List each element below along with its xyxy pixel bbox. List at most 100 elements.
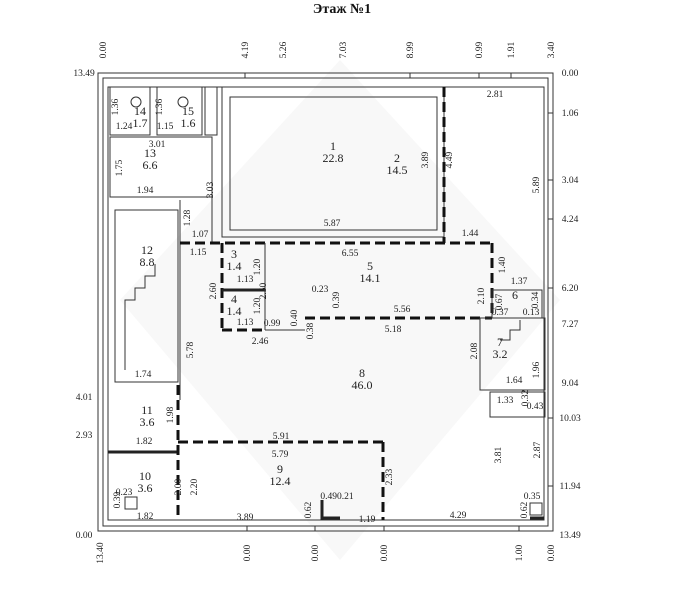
axis-right-label: 7.27 <box>562 320 579 330</box>
dimension-label: 5.87 <box>324 219 341 229</box>
axis-bottom-label: 0.00 <box>311 544 321 561</box>
axis-right-label: 11.94 <box>559 482 580 492</box>
dimension-label: 1.74 <box>135 370 152 380</box>
dimension-label: 2.50 <box>259 282 269 299</box>
dimension-label: 0.40 <box>290 309 300 326</box>
dimension-label: 4.49 <box>445 151 455 168</box>
dimension-label: 5.78 <box>186 341 196 358</box>
dimension-label: 5.79 <box>272 450 289 460</box>
room-number: 12 <box>141 243 153 257</box>
dimension-label: 0.37 <box>492 308 509 318</box>
axis-bottom-label: 0.00 <box>380 544 390 561</box>
axis-bottom-label: 1.00 <box>515 544 525 561</box>
dimension-label: 1.13 <box>237 275 254 285</box>
dimension-label: 6.55 <box>342 249 359 259</box>
room-area: 1.7 <box>133 116 148 130</box>
room-area: 1.4 <box>227 304 242 318</box>
dimension-label: 0.62 <box>304 501 314 518</box>
dimension-label: 1.15 <box>157 122 174 132</box>
room-number: 2 <box>394 151 400 165</box>
dimension-label: 0.62 <box>520 501 530 518</box>
dimension-label: 0.490.21 <box>320 492 354 502</box>
dimension-label: 0.13 <box>523 308 540 318</box>
dimension-label: 2.81 <box>487 90 504 100</box>
dimension-label: 0.99 <box>264 319 281 329</box>
dimension-label: 2.10 <box>477 287 487 304</box>
dimension-label: 2.08 <box>470 342 480 359</box>
dimension-label: 1.82 <box>137 512 154 522</box>
dimension-label: 0.39 <box>332 291 342 308</box>
room-number: 15 <box>182 104 194 118</box>
dimension-label: 1.07 <box>192 230 209 240</box>
dimension-label: 1.44 <box>462 229 479 239</box>
room-area: 14.5 <box>387 163 408 177</box>
room-area: 3.2 <box>493 347 508 361</box>
axis-top-label: 1.91 <box>507 41 517 58</box>
dimension-label: 3.81 <box>494 446 504 463</box>
dimension-label: 1.37 <box>511 277 528 287</box>
dimension-label: 3.89 <box>421 151 431 168</box>
axis-right-label: 1.06 <box>562 109 579 119</box>
axis-top-label: 0.99 <box>475 41 485 58</box>
dimension-label: 1.64 <box>506 376 523 386</box>
dimension-label: 1.96 <box>532 361 542 378</box>
room-number: 5 <box>367 259 373 273</box>
dimension-label: 2.33 <box>385 468 395 485</box>
dimension-label: 1.20 <box>253 258 263 275</box>
dimension-label: 0.34 <box>531 291 541 308</box>
room-area: 3.6 <box>140 415 155 429</box>
dimension-label: 3.89 <box>237 513 254 523</box>
axis-top-label: 7.03 <box>339 41 349 58</box>
room-number: 1 <box>330 139 336 153</box>
axis-bottom-label: 13.40 <box>96 542 106 564</box>
axis-right-label: 3.04 <box>562 176 579 186</box>
room-number: 13 <box>144 146 156 160</box>
room-number: 10 <box>139 469 151 483</box>
dimension-label: 3.03 <box>206 181 216 198</box>
dimension-label: 1.94 <box>137 186 154 196</box>
dimension-label: 1.13 <box>237 318 254 328</box>
dimension-label: 0.32 <box>521 389 531 406</box>
dimension-label: 0.35 <box>524 492 541 502</box>
axis-right-label: 6.20 <box>562 284 579 294</box>
axis-top-label: 4.19 <box>241 41 251 58</box>
dimension-label: 5.18 <box>385 325 402 335</box>
room-area: 12.4 <box>270 474 291 488</box>
dimension-label: 0.23 <box>116 488 133 498</box>
room-area: 6.6 <box>143 158 158 172</box>
room-area: 3.6 <box>138 481 153 495</box>
walls <box>97 72 554 532</box>
dimension-label: 4.29 <box>450 511 467 521</box>
axis-top-label: 5.26 <box>279 41 289 58</box>
dimension-label: 0.43 <box>527 402 544 412</box>
axis-bottom-label: 0.00 <box>243 544 253 561</box>
dimension-label: 2.60 <box>209 282 219 299</box>
dimension-label: 2.20 <box>190 478 200 495</box>
dimension-label: 1.19 <box>359 515 376 525</box>
room-area: 1.6 <box>181 116 196 130</box>
room-number: 3 <box>231 247 237 261</box>
dimension-label: 5.56 <box>394 305 411 315</box>
dimension-label: 1.33 <box>497 396 514 406</box>
dimension-label: 0.38 <box>306 322 316 339</box>
room-number: 6 <box>512 288 518 302</box>
axis-top-label: 0.00 <box>99 41 109 58</box>
axis-right-label: 10.03 <box>559 414 581 424</box>
room-number: 9 <box>277 462 283 476</box>
dimension-label: 1.98 <box>166 406 176 423</box>
axis-right-label: 13.49 <box>559 531 581 541</box>
dimension-label: 5.91 <box>273 432 290 442</box>
dimension-label: 1.24 <box>116 122 133 132</box>
dimension-label: 1.15 <box>190 248 207 258</box>
axis-right-label: 4.24 <box>562 215 579 225</box>
axis-top-label: 8.99 <box>406 41 416 58</box>
dimension-label: 1.28 <box>183 209 193 226</box>
dimension-label: 1.75 <box>115 159 125 176</box>
dimension-label: 1.20 <box>253 297 263 314</box>
room-number: 8 <box>359 366 365 380</box>
dimension-label: 1.36 <box>111 98 121 115</box>
room-area: 14.1 <box>360 271 381 285</box>
dimension-label: 2.46 <box>252 337 269 347</box>
room-number: 11 <box>141 403 153 417</box>
dimension-label: 2.87 <box>533 441 543 458</box>
